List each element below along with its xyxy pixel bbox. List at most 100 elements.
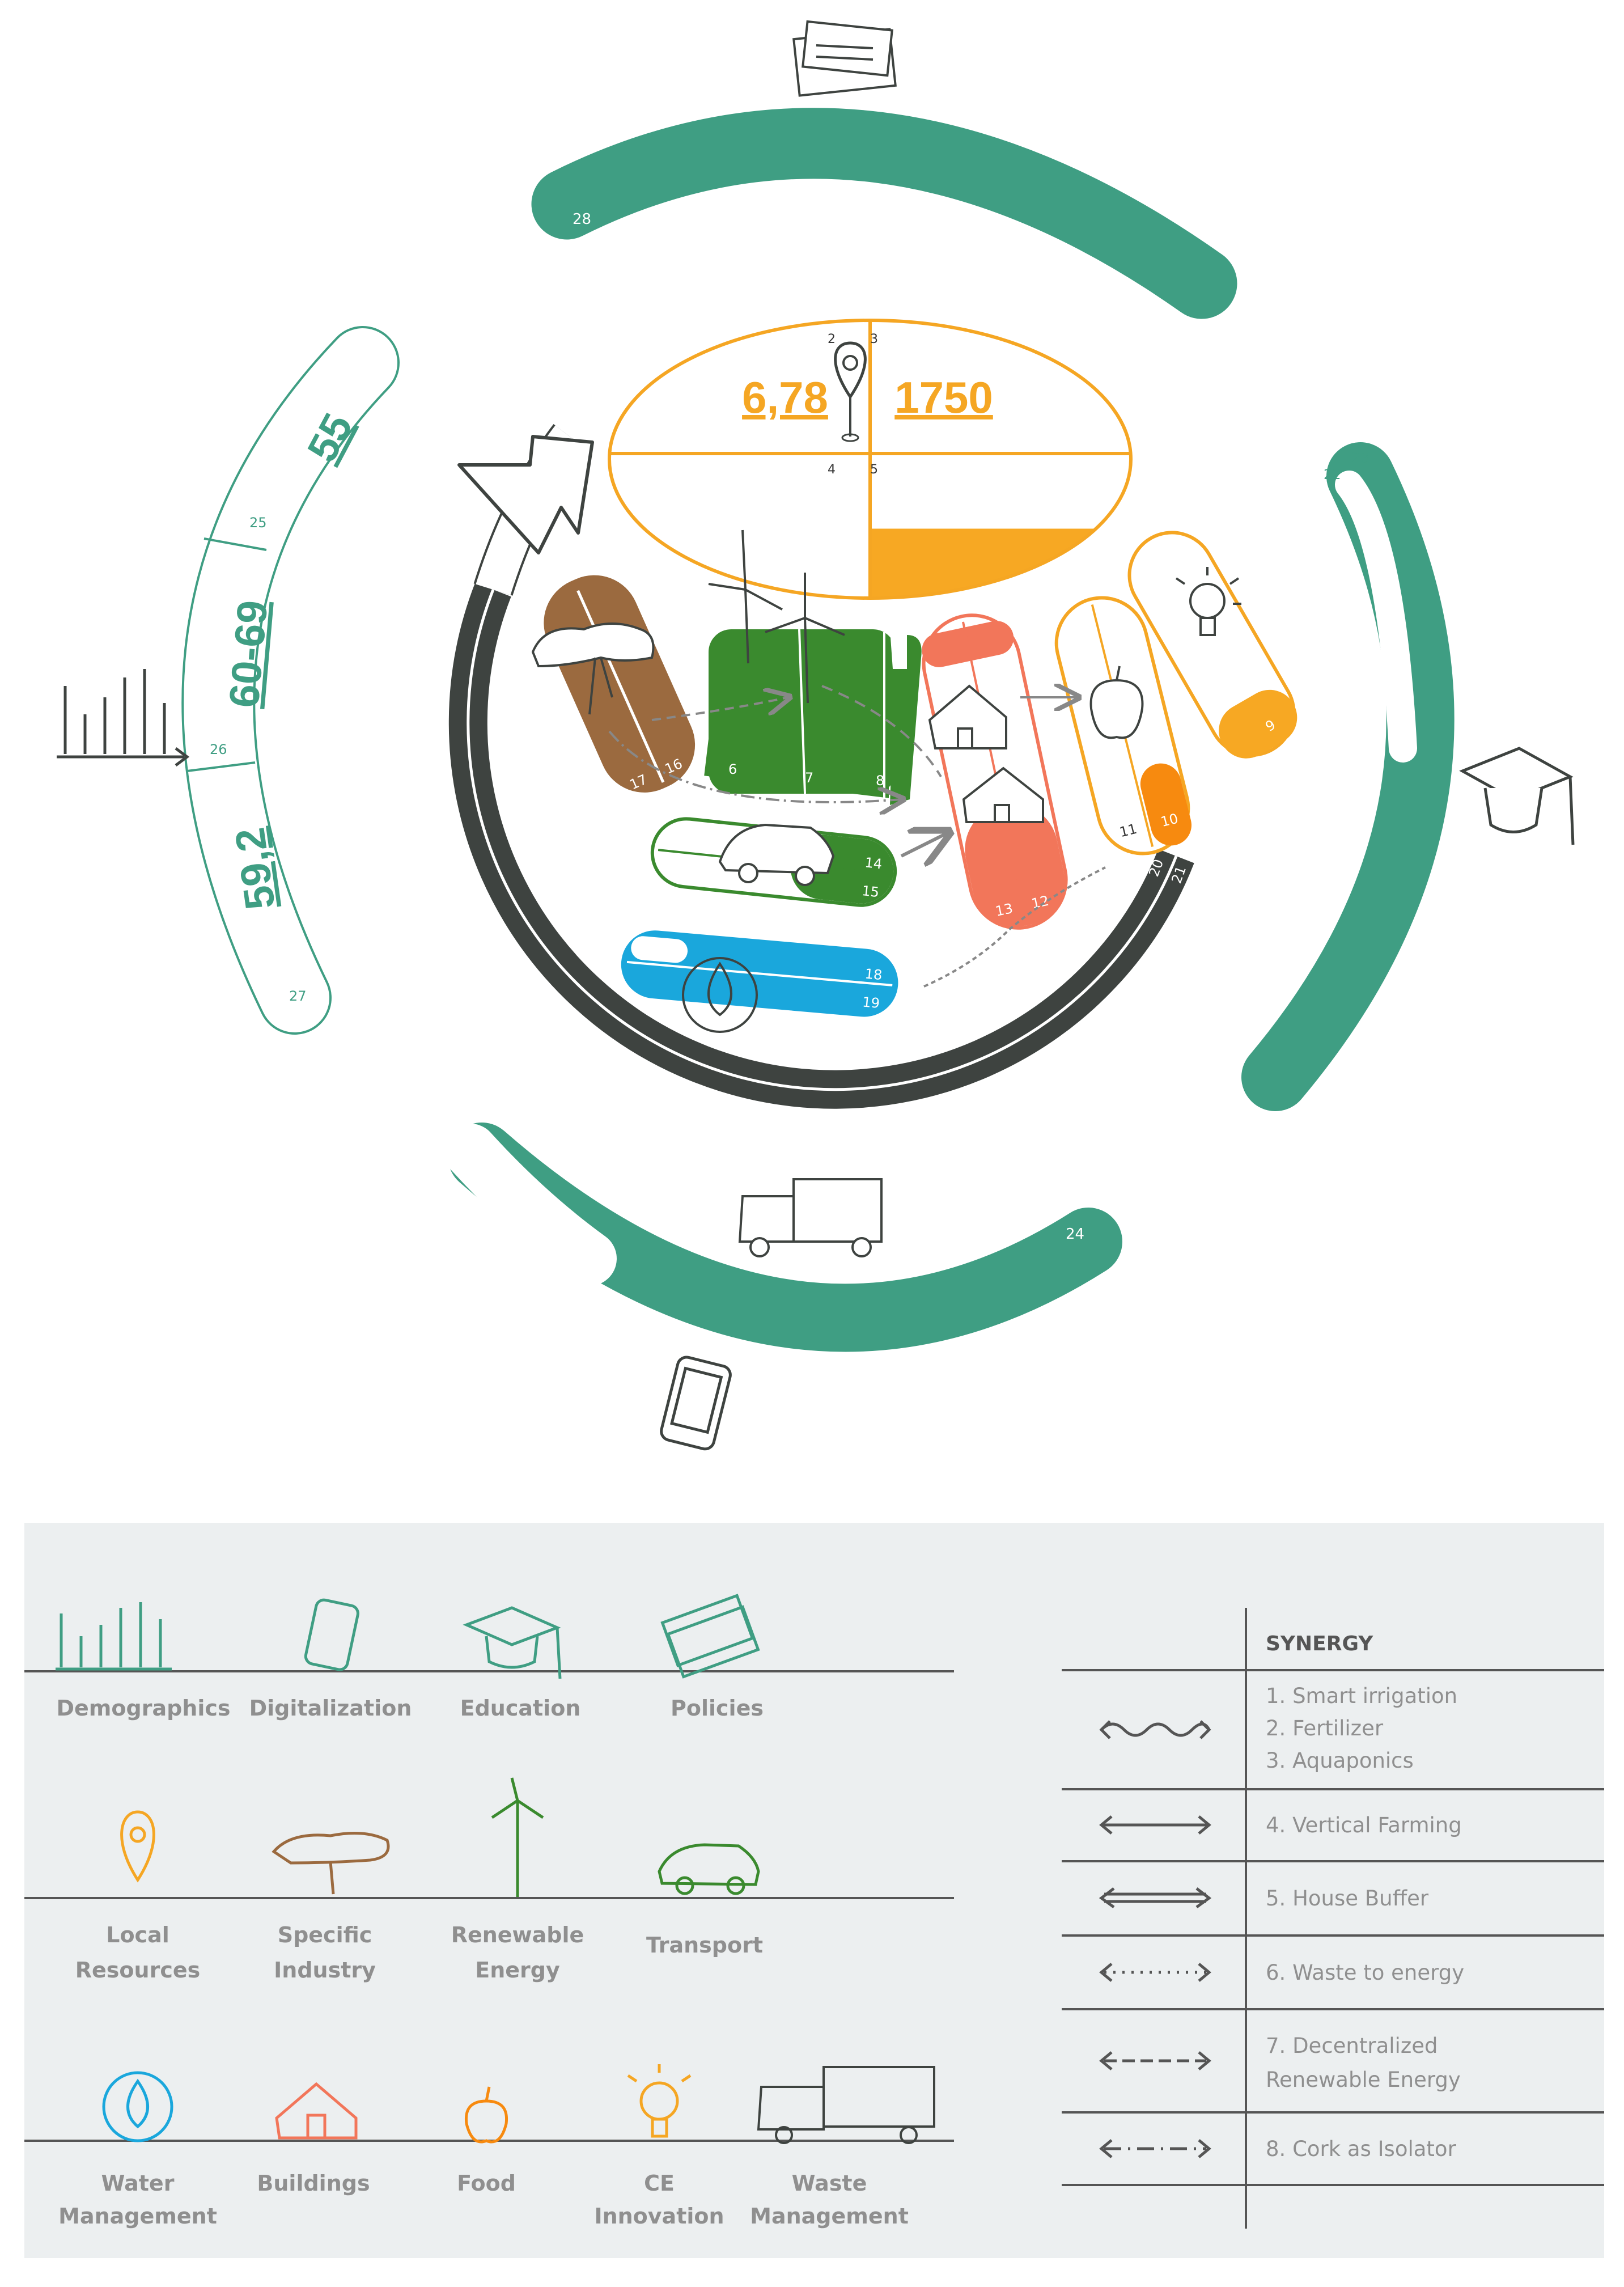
water-management-pill: 18 19: [621, 930, 898, 1017]
demographics-icon: [56, 1602, 172, 1671]
legend-label-industry-l2: Industry: [274, 1958, 376, 1983]
legend-label-policies: Policies: [671, 1696, 764, 1721]
oval-value-left: 6,78: [742, 372, 828, 422]
apple-icon: [1089, 666, 1144, 739]
cork-tree-icon: [272, 1832, 390, 1895]
segment-label-22: 22: [1324, 467, 1341, 482]
water-drop-icon: [682, 957, 758, 1033]
legend-label-industry-l1: Specific: [278, 1922, 372, 1947]
legend-panel: Demographics Digitalization Education Po…: [24, 1523, 1604, 2258]
label-7: 7: [805, 770, 813, 786]
ce-innovation-pill: 9: [1127, 531, 1297, 759]
legend-label-digitalization: Digitalization: [249, 1696, 412, 1721]
legend-label-ce-l1: CE: [644, 2171, 675, 2196]
legend-label-buildings: Buildings: [257, 2171, 370, 2196]
synergy-row-1-line-3: 3. Aquaponics: [1266, 1748, 1414, 1773]
synergy-row-6: 8. Cork as Isolator: [1266, 2137, 1457, 2161]
label-13: 13: [994, 900, 1015, 920]
synergy-connectors: [608, 686, 1106, 988]
water-drop-icon: [102, 2071, 173, 2142]
label-15: 15: [861, 883, 880, 900]
car-icon: [718, 823, 835, 886]
legend-label-demographics: Demographics: [56, 1696, 230, 1721]
legend-label-waste-l1: Waste: [792, 2171, 867, 2196]
oval-n3: 3: [870, 332, 878, 346]
location-pin-icon: [834, 341, 867, 442]
segment-label-24: 24: [1066, 1226, 1084, 1243]
inner-cycle-arrow: 20 21: [448, 423, 1194, 1109]
left-label-26: 26: [210, 742, 227, 757]
legend-label-local-l1: Local: [106, 1922, 169, 1947]
legend-label-transport: Transport: [646, 1933, 763, 1958]
policies-icon: [792, 20, 897, 97]
wind-turbine-icon: [491, 1777, 544, 1897]
education-icon: [463, 1606, 562, 1679]
cycle-arrow-head: [457, 435, 594, 554]
legend-label-energy-l1: Renewable: [451, 1922, 584, 1947]
left-value-59-2: 59,2: [226, 825, 284, 912]
house-icon: [275, 2082, 358, 2140]
ring-segment-bottom: 24: [443, 1123, 1122, 1352]
cork-tree-icon: [531, 622, 655, 715]
label-19: 19: [862, 994, 880, 1011]
synergy-row-4: 6. Waste to energy: [1266, 1960, 1464, 1985]
wavy-arrow-icon: [1099, 1720, 1211, 1739]
ring-segment-top: 28: [531, 108, 1237, 319]
legend-label-education: Education: [460, 1696, 581, 1721]
solid-arrow-icon: [1099, 1815, 1211, 1835]
legend-label-food: Food: [457, 2171, 516, 2196]
label-6: 6: [728, 761, 737, 777]
left-label-27: 27: [289, 988, 307, 1004]
policies-icon: [660, 1594, 760, 1679]
left-value-60-69: 60-69: [220, 599, 276, 710]
lightbulb-icon: [1175, 567, 1241, 636]
left-label-25: 25: [249, 515, 267, 531]
car-icon: [658, 1843, 760, 1895]
synergy-row-3: 5. House Buffer: [1266, 1886, 1429, 1911]
wind-turbine-icon: [708, 530, 845, 704]
circular-economy-diagram: 28 23 22 24 55 60-69 59,2 25 26 27 20 21: [57, 20, 1575, 1451]
waste-truck-icon: [738, 1178, 883, 1257]
lightbulb-icon: [627, 2064, 692, 2138]
oval-n2: 2: [828, 332, 836, 346]
oval-value-right: 1750: [894, 372, 993, 422]
legend-label-water-l1: Water: [101, 2171, 175, 2196]
synergy-row-5-line-1: 7. Decentralized: [1266, 2034, 1438, 2058]
label-14: 14: [864, 854, 883, 872]
synergy-row-2: 4. Vertical Farming: [1266, 1813, 1462, 1837]
legend-label-waste-l2: Management: [750, 2204, 909, 2229]
dashed-arrow-icon: [1099, 2051, 1211, 2070]
local-resources-oval: 6,78 1750 2 3 4 5: [608, 319, 1133, 600]
synergy-row-5-line-2: Renewable Energy: [1266, 2068, 1461, 2092]
renewable-energy-block: 6 7 8: [701, 629, 922, 805]
dash-dot-arrow-icon: [1099, 2139, 1211, 2158]
label-12: 12: [1030, 893, 1050, 912]
oval-fill-quadrant: [870, 528, 1131, 598]
legend-label-energy-l2: Energy: [475, 1958, 560, 1983]
ring-segment-right: 23 22: [1241, 442, 1455, 1111]
label-18: 18: [864, 966, 883, 984]
double-arrow-icon: [1099, 1887, 1212, 1909]
oval-n5: 5: [870, 463, 878, 477]
legend-label-ce-l2: Innovation: [594, 2204, 724, 2229]
dotted-arrow-icon: [1099, 1963, 1211, 1982]
label-8: 8: [876, 773, 884, 789]
education-icon: [1459, 747, 1575, 845]
segment-label-23: 23: [1352, 450, 1369, 465]
specific-industry-pill: 16 17: [544, 575, 696, 793]
house-icon: [928, 684, 1044, 823]
legend-label-local-l2: Resources: [75, 1958, 200, 1983]
digitalization-icon: [304, 1598, 359, 1671]
segment-label-28: 28: [573, 211, 591, 228]
apple-icon: [464, 2086, 508, 2144]
waste-truck-icon: [757, 2066, 935, 2144]
legend-label-water-l2: Management: [58, 2204, 217, 2229]
oval-n4: 4: [828, 463, 836, 477]
ring-segment-left: 55 60-69 59,2 25 26 27: [181, 326, 400, 1035]
synergy-table: SYNERGY 1. Smart irrigation 2. Fertilize…: [1062, 1608, 1604, 2229]
synergy-header: SYNERGY: [1266, 1632, 1373, 1655]
synergy-row-1-line-2: 2. Fertilizer: [1266, 1716, 1384, 1740]
smartphone-icon: [660, 1356, 732, 1451]
synergy-row-1-line-1: 1. Smart irrigation: [1266, 1684, 1457, 1708]
demographics-icon: [57, 669, 190, 766]
